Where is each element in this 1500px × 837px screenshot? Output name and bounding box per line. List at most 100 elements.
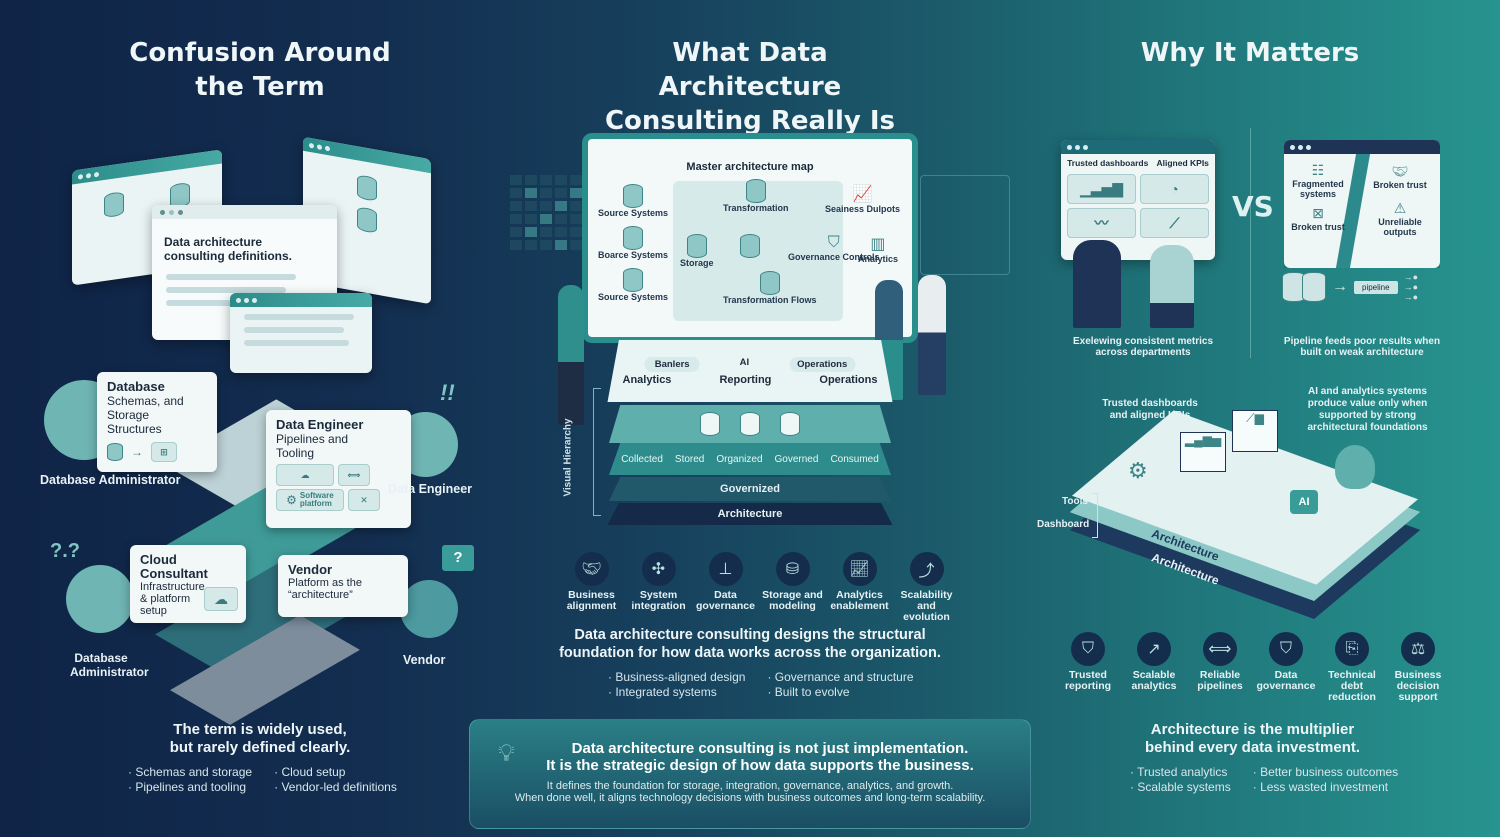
pillar-analytics-enablement: 📈︎Analytics enablement xyxy=(826,552,893,623)
top-label-analytics: Analytics xyxy=(622,373,672,386)
benefit-scalable-analytics: ↗Scalable analytics xyxy=(1121,632,1187,703)
role-card-vendor: Vendor Platform as the “architecture” xyxy=(278,555,408,617)
left-headline: The term is widely used, but rarely defi… xyxy=(169,721,351,756)
presenter-left xyxy=(558,285,584,425)
database-icon xyxy=(357,174,377,202)
source-node: Boarce Systems xyxy=(598,226,668,260)
role-card-cloud-consultant: Cloud Consultant Infrastructure & platfo… xyxy=(130,545,246,623)
left-title: Confusion Around the Term xyxy=(129,38,391,102)
role-title: Data Engineer xyxy=(276,417,364,432)
hierarchy-bracket xyxy=(593,388,601,516)
right-headline: Architecture is the multiplier behind ev… xyxy=(1144,721,1361,756)
benefit-reliable-pipelines: ⟺Reliable pipelines xyxy=(1187,632,1253,703)
source-node: Source Systems xyxy=(598,268,668,302)
role-desc: Pipelines and Tooling xyxy=(276,432,349,460)
cloud-icon: ☁ xyxy=(204,587,238,611)
software-platform-chip: ⚙Software platform xyxy=(276,489,344,511)
shield-check-icon: ⛉ xyxy=(1269,632,1303,666)
tools-icon: ✕ xyxy=(348,489,380,511)
ai-label: AI xyxy=(739,356,750,368)
cloud-upload-icon: ☁ xyxy=(276,464,334,486)
role-desc: Schemas, and Storage Structures xyxy=(107,394,184,436)
consultant-avatar xyxy=(66,565,134,633)
platform-chart-screen: ⟋▆ xyxy=(1232,410,1278,452)
double-arrow-icon: ⟺ xyxy=(1203,632,1237,666)
database-icon xyxy=(357,206,377,234)
layer-architecture: Architecture xyxy=(607,503,893,525)
secondary-window xyxy=(230,293,372,373)
callout-dashboards: Trusted dashboards and aligned KPIs xyxy=(1102,398,1198,421)
definitions-text: Data architecture consulting definitions… xyxy=(164,235,292,263)
question-marks: ?.? xyxy=(50,540,80,562)
cloud-banlers: Banlers xyxy=(644,356,700,372)
trend-up-icon: ↗ xyxy=(1137,632,1171,666)
left-bullets: Schemas and storageCloud setup Pipelines… xyxy=(128,765,397,795)
storage-cylinder-icon xyxy=(700,412,720,436)
benefit-technical-debt: ⎘Technical debt reduction xyxy=(1319,632,1385,703)
donut-chart-icon: ◔ xyxy=(1140,174,1209,204)
pillar-system-integration: ✣System integration xyxy=(625,552,692,623)
source-node: Source Systems xyxy=(598,184,668,218)
storage-cylinder-icon xyxy=(780,412,800,436)
top-label-reporting: Reporting xyxy=(719,373,772,386)
lightbulb-icon: 💡︎ xyxy=(498,740,515,767)
platform-gear-icon: ⚙ xyxy=(1128,458,1148,483)
exclaim-mark: !! xyxy=(440,380,455,405)
bracket-dashboard-label: Dashboard xyxy=(1037,519,1090,530)
document-x-icon: ⎘ xyxy=(1335,632,1369,666)
benefit-decision-support: ⚖Business decision support xyxy=(1385,632,1451,703)
database-icon xyxy=(107,443,123,461)
callout-body2: When done well, it aligns technology dec… xyxy=(514,792,986,804)
center-headline: Data architecture consulting designs the… xyxy=(559,627,941,661)
pillar-scalability: ⤴Scalability and evolution xyxy=(893,552,960,623)
pipeline-box: pipeline xyxy=(1354,280,1398,294)
output-node: ▥Analytics xyxy=(857,236,898,264)
right-bullets: Trusted analyticsBetter business outcome… xyxy=(1130,765,1398,795)
integration-icon: ✣ xyxy=(641,552,676,586)
question-bubble: ? xyxy=(442,545,474,571)
gear-icon: ⚙ xyxy=(286,493,297,507)
fragmented-icon: ☷ xyxy=(1311,162,1325,178)
pillar-business-alignment: 🤝︎Business alignment xyxy=(558,552,625,623)
businesswoman xyxy=(1150,245,1194,328)
role-title: Database xyxy=(107,379,165,394)
hierarchy-icon: ⊞ xyxy=(151,442,177,462)
shield-icon: ⛉ xyxy=(827,234,840,251)
cloud-operations: Operations xyxy=(789,356,856,372)
benefit-trusted-reporting: ⛉Trusted reporting xyxy=(1055,632,1121,703)
layer-governized: Governized xyxy=(609,477,891,501)
role-label-engineer: Data Engineer xyxy=(388,482,473,496)
layer-top-platform: Banlers AI Operations Analytics Reportin… xyxy=(607,340,893,402)
transformation-node: Transformation xyxy=(723,179,789,213)
warning-icon: ⚠ xyxy=(1393,200,1407,216)
role-desc: Infrastructure & platform setup xyxy=(140,581,205,617)
layer-storage xyxy=(609,405,891,443)
businessman xyxy=(1073,240,1121,328)
callout-line2: It is the strategic design of how data s… xyxy=(546,757,974,774)
shield-check-icon: ⛉ xyxy=(1071,632,1105,666)
role-desc: Platform as the “architecture” xyxy=(288,577,362,601)
decorative-network xyxy=(920,175,1010,275)
database-icon xyxy=(1302,272,1326,302)
bracket-tools-label: Tools xyxy=(1062,496,1088,507)
platform-brain-icon xyxy=(1335,445,1375,489)
transformation-flows-node: Transformation Flows xyxy=(723,271,817,305)
role-title: Cloud Consultant xyxy=(140,552,208,581)
bar-chart-icon: ▥ xyxy=(870,236,886,253)
role-label-dba: Database Administrator xyxy=(40,473,181,487)
database-icon xyxy=(104,191,124,219)
bar-chart-icon: ▁▃▅▇ xyxy=(1067,174,1136,204)
role-label-vendor: Vendor xyxy=(403,653,446,667)
handshake-icon: 🤝︎ xyxy=(1391,164,1409,179)
transformation-mid-node xyxy=(740,234,760,258)
vendor-avatar xyxy=(400,580,458,638)
center-bullets: Business-aligned designGovernance and st… xyxy=(608,670,913,700)
platform-dashboard-screen: ▂▄▆▅ xyxy=(1180,432,1226,472)
callout-box: 💡︎ Data architecture consulting is not j… xyxy=(469,719,1031,829)
top-label-operations: Operations xyxy=(819,373,878,386)
vs-label: VS xyxy=(1232,190,1274,223)
center-title: What Data Architecture Consulting Really… xyxy=(604,38,896,136)
role-label-dba-2: Database Administrator xyxy=(70,651,149,679)
